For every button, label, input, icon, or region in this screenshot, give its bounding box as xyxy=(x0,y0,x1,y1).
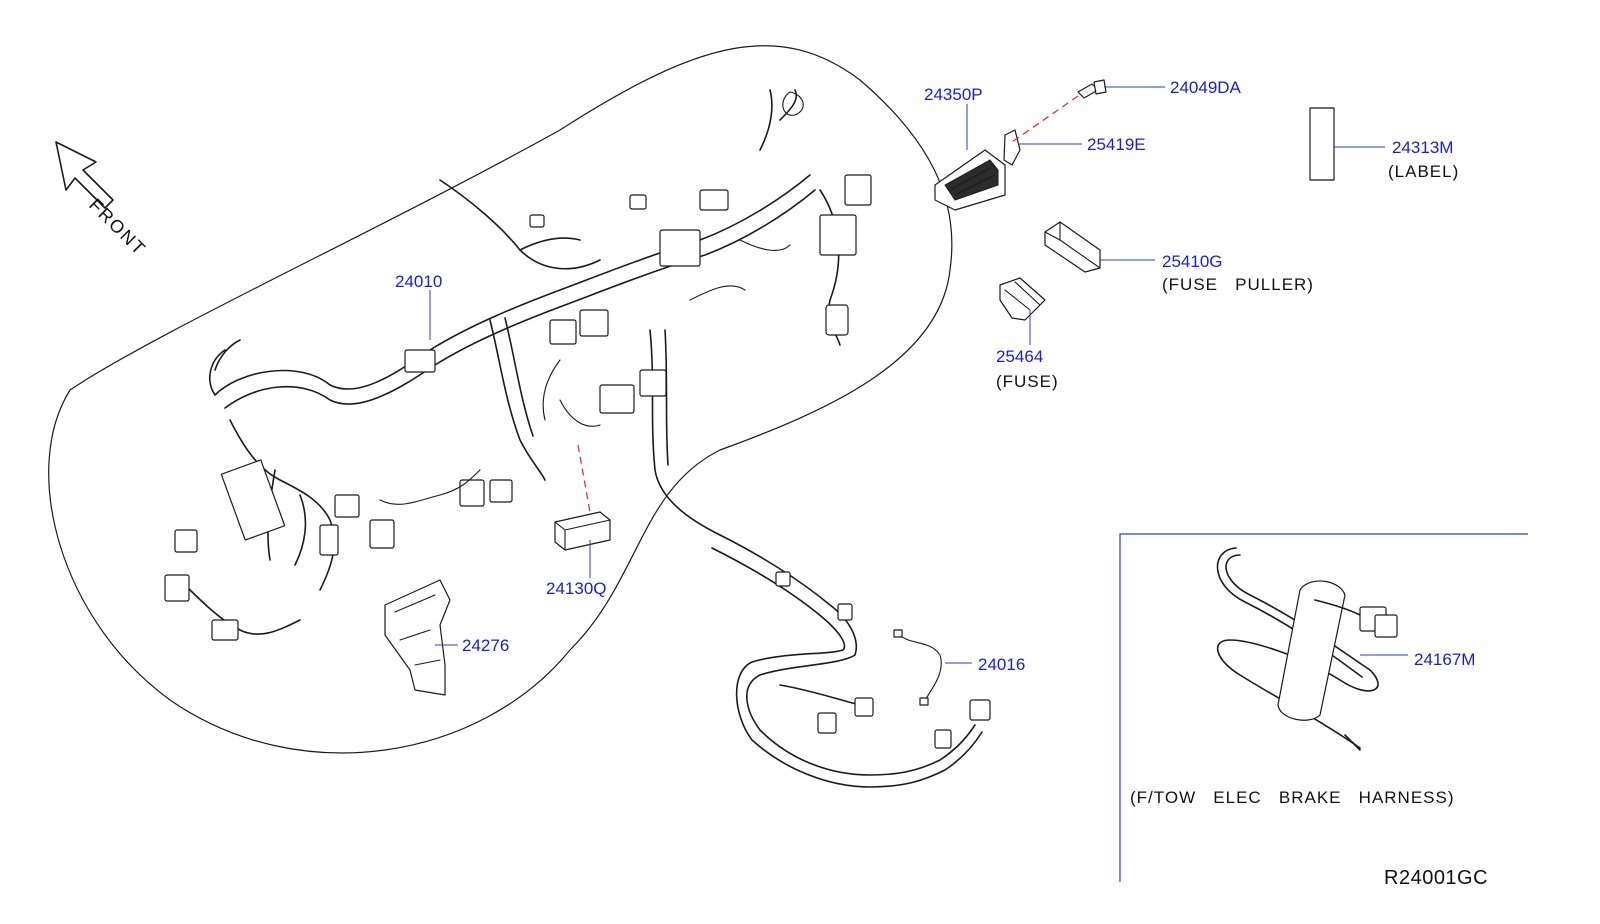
diagram-reference-id: R24001GC xyxy=(1384,867,1488,889)
dashed-link-24130Q xyxy=(577,444,591,513)
part-number-24016[interactable]: 24016 xyxy=(978,655,1025,674)
bracket-24276-drawing xyxy=(384,579,451,696)
part-number-24010[interactable]: 24010 xyxy=(395,272,442,291)
part-number-25410G[interactable]: 25410G xyxy=(1162,252,1223,271)
fuse-25464-drawing xyxy=(999,277,1046,321)
part-number-24350P[interactable]: 24350P xyxy=(924,85,983,104)
main-harness-24010-drawing xyxy=(164,89,872,641)
module-24130Q-drawing xyxy=(554,511,611,551)
part-number-24130Q[interactable]: 24130Q xyxy=(546,579,607,598)
part-note-25464: (FUSE) xyxy=(996,372,1059,391)
front-label: FRONT xyxy=(85,195,150,260)
part-number-24049DA[interactable]: 24049DA xyxy=(1170,78,1242,97)
inset-caption: (F/TOW ELEC BRAKE HARNESS) xyxy=(1130,788,1455,807)
part-number-25419E[interactable]: 25419E xyxy=(1087,135,1146,154)
screw-24049DA-drawing xyxy=(1077,79,1107,99)
dashed-link-24049DA xyxy=(1011,95,1079,143)
floor-harness-24016-drawing xyxy=(711,534,991,788)
clip-25419E-drawing xyxy=(1003,129,1021,166)
part-number-24276[interactable]: 24276 xyxy=(462,636,509,655)
harness-group-outline xyxy=(48,45,953,754)
fuse-puller-25410G-drawing xyxy=(1044,221,1101,273)
tow-brake-harness-24167M-drawing xyxy=(1216,547,1398,751)
front-arrow-icon xyxy=(55,141,114,209)
tow-brake-harness-inset: 24167M (F/TOW ELEC BRAKE HARNESS) xyxy=(1119,533,1528,882)
part-note-25410G: (FUSE PULLER) xyxy=(1162,275,1314,294)
fuse-block-24350P-drawing xyxy=(934,149,1006,211)
label-24313M-drawing xyxy=(1309,107,1335,181)
part-number-25464[interactable]: 25464 xyxy=(996,347,1043,366)
part-number-24167M[interactable]: 24167M xyxy=(1414,650,1475,669)
part-number-24313M[interactable]: 24313M xyxy=(1392,138,1453,157)
part-note-24313M: (LABEL) xyxy=(1388,162,1459,181)
